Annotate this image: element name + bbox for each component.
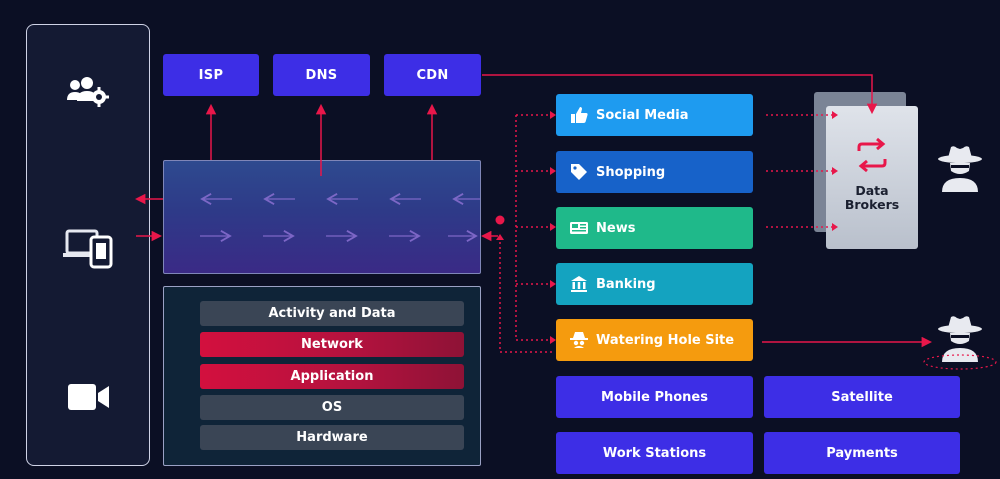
device-panel [26, 24, 150, 466]
site-label: Social Media [596, 107, 689, 123]
site-watering-hole: Watering Hole Site [556, 319, 753, 361]
bank-icon [568, 274, 590, 294]
exchange-arrows-icon [853, 136, 891, 178]
data-brokers-line1: Data [855, 183, 889, 198]
site-news: News [556, 207, 753, 249]
actor-ring [923, 354, 997, 370]
hacker-hat-icon [936, 144, 984, 198]
site-shopping: Shopping [556, 151, 753, 193]
tag-icon [568, 162, 590, 182]
tunnel-flow-arrows [200, 193, 480, 242]
data-brokers-label: Data Brokers [826, 184, 918, 212]
hub-dot [495, 215, 505, 225]
laptop-phone-icon [27, 225, 151, 269]
mobile-phones-box: Mobile Phones [556, 376, 753, 418]
work-stations-box: Work Stations [556, 432, 753, 474]
uplink-arrows [205, 103, 438, 176]
video-camera-icon [27, 381, 151, 413]
site-bus-arrowheads [496, 111, 556, 344]
site-label: News [596, 220, 636, 236]
payments-box: Payments [764, 432, 960, 474]
dns-label: DNS [305, 67, 338, 83]
site-label: Banking [596, 276, 656, 292]
newspaper-icon [568, 218, 590, 238]
sites-to-brokers [766, 114, 832, 228]
layer-activity-and-data: Activity and Data [200, 301, 464, 326]
layer-label: OS [321, 400, 343, 415]
site-bus [499, 114, 552, 353]
users-gear-icon [27, 75, 151, 111]
layer-hardware: Hardware [200, 425, 464, 450]
layer-os: OS [200, 395, 464, 420]
layer-label: Activity and Data [268, 306, 396, 321]
layer-network: Network [200, 332, 464, 357]
data-brokers-line2: Brokers [844, 197, 900, 212]
layer-application: Application [200, 364, 464, 389]
network-tunnel [163, 160, 481, 274]
layer-label: Hardware [296, 430, 368, 445]
isp-box: ISP [163, 54, 259, 96]
hacker-hat-icon [936, 314, 984, 368]
cdn-label: CDN [416, 67, 449, 83]
satellite-box: Satellite [764, 376, 960, 418]
satellite-label: Satellite [831, 389, 893, 405]
thumbs-up-icon [568, 105, 590, 125]
dns-box: DNS [273, 54, 370, 96]
site-label: Shopping [596, 164, 666, 180]
layer-stack: Activity and Data Network Application OS… [163, 286, 481, 466]
spy-icon [568, 330, 590, 350]
site-social-media: Social Media [556, 94, 753, 136]
data-brokers-card: Data Brokers [826, 106, 918, 249]
cdn-to-brokers-line [482, 74, 878, 115]
layer-label: Network [301, 337, 363, 352]
site-label: Watering Hole Site [596, 332, 735, 348]
payments-label: Payments [826, 445, 898, 461]
cdn-box: CDN [384, 54, 481, 96]
work-stations-label: Work Stations [602, 445, 707, 461]
isp-label: ISP [198, 67, 224, 83]
mobile-phones-label: Mobile Phones [601, 389, 708, 405]
site-banking: Banking [556, 263, 753, 305]
layer-label: Application [290, 369, 374, 384]
